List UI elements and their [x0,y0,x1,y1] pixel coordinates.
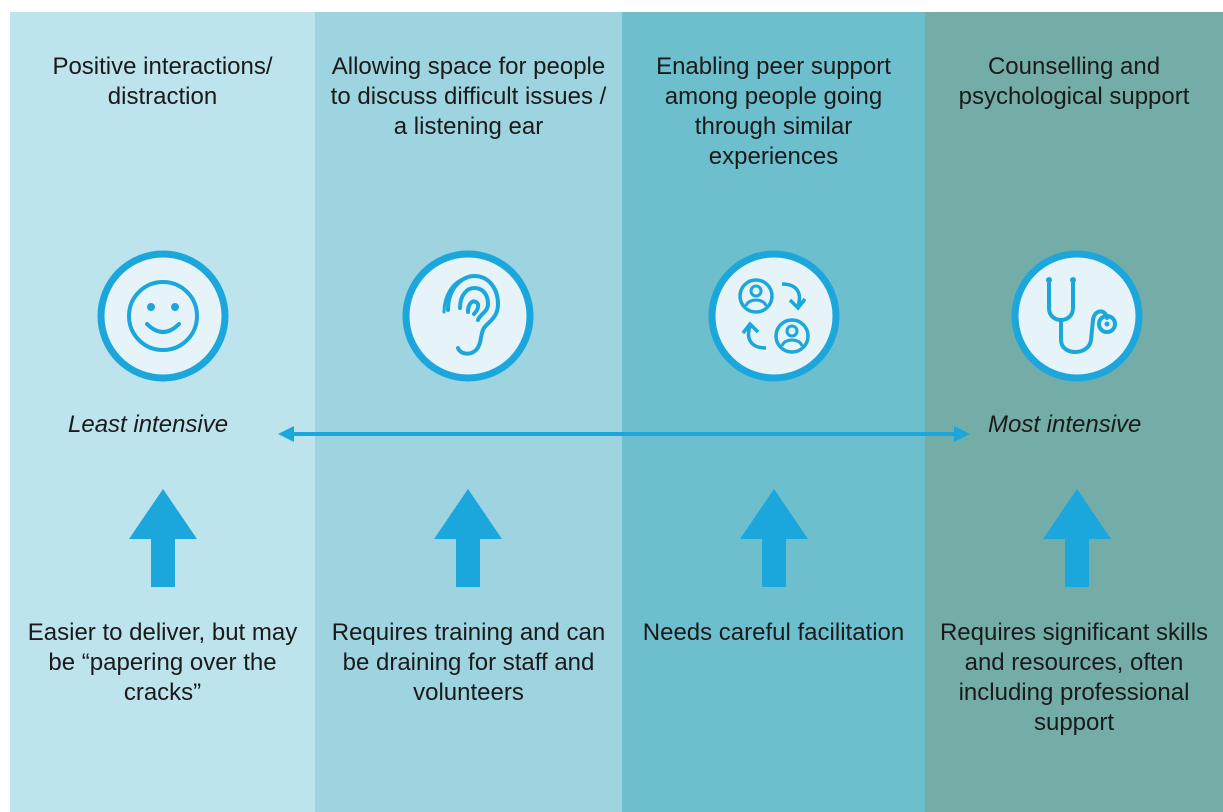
arrow-up-icon [740,489,808,587]
column-description: Requires significant skills and resource… [939,619,1209,736]
column-description: Easier to deliver, but may be “papering … [27,619,298,706]
column-counselling: Counselling and psychological support Re… [925,12,1223,812]
column-title: Allowing space for people to discuss dif… [330,53,607,140]
most-intensive-label: Most intensive [988,411,1142,438]
least-intensive-label: Least intensive [68,411,229,438]
column-description: Requires training and can be draining fo… [331,619,606,706]
arrow-up-icon [129,489,197,587]
column-peer-support: Enabling peer support among people going… [622,12,925,812]
column-positive-interactions: Positive interactions/ distraction Easie… [10,12,315,812]
smiley-face-icon [97,250,229,382]
arrow-up-icon [434,489,502,587]
column-title: Positive interactions/ distraction [52,53,273,110]
stethoscope-icon [1011,250,1143,382]
peer-exchange-icon [708,250,840,382]
column-title: Enabling peer support among people going… [656,53,891,170]
arrow-up-icon [1043,489,1111,587]
column-title: Counselling and psychological support [958,53,1190,110]
ear-icon [402,250,534,382]
column-description: Needs careful facilitation [642,619,905,646]
column-listening-space: Allowing space for people to discuss dif… [315,12,622,812]
